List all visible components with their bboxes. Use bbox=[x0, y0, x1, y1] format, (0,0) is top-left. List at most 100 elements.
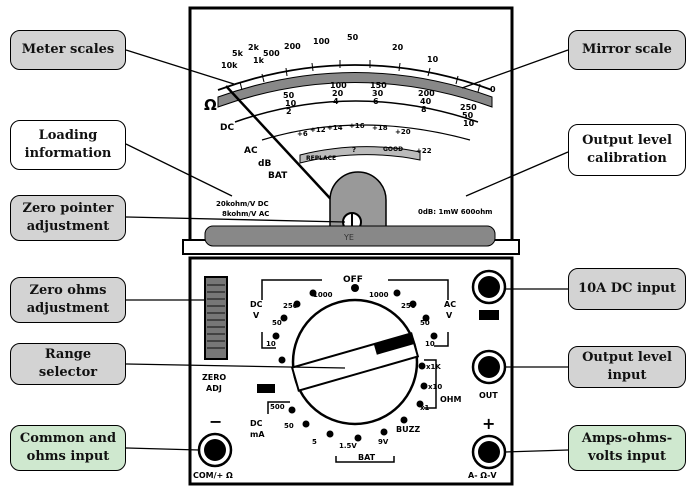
dc-scale-label: 100 bbox=[330, 81, 347, 90]
dc-scale-sub1: 40 bbox=[420, 97, 432, 106]
dcma-5: 5 bbox=[312, 438, 317, 446]
dc-scale-sub1: 50 bbox=[462, 111, 474, 120]
dc-scale-sub2: 10 bbox=[463, 119, 475, 128]
db-scale-label: +18 bbox=[372, 124, 388, 132]
dcma-label-dc: DC bbox=[250, 419, 263, 428]
common-ohms-jack[interactable] bbox=[197, 432, 233, 468]
callout-mirror-scale: Mirror scale bbox=[568, 30, 686, 70]
minus-sign: − bbox=[209, 412, 222, 431]
acv-10: 10 bbox=[425, 340, 435, 348]
dcma-500: 500 bbox=[270, 403, 285, 411]
leader-common-input bbox=[125, 447, 200, 451]
callout-range-selector: Range selector bbox=[10, 343, 126, 385]
dc-scale-sub2: 2 bbox=[286, 107, 292, 116]
ohm-x1: x1 bbox=[420, 404, 430, 412]
callout-zero-pointer-adjustment: Zero pointer adjustment bbox=[10, 195, 126, 241]
bat-9v: 9V bbox=[378, 438, 389, 446]
callout-common-ohms-input: Common and ohms input bbox=[10, 425, 126, 471]
brand-plate-text: YE bbox=[343, 233, 354, 242]
dcv-250: 250 bbox=[283, 302, 298, 310]
dc-scale-sub1: 10 bbox=[285, 99, 297, 108]
zero-adj-line-2: ADJ bbox=[206, 384, 222, 393]
dc-scale-label: 250 bbox=[460, 103, 477, 112]
bat-panel-label: BAT bbox=[358, 453, 376, 462]
dc-scale-sub2: 6 bbox=[373, 97, 379, 106]
dcv-label-v: V bbox=[253, 311, 260, 320]
bat-1-5v: 1.5V bbox=[339, 442, 357, 450]
leader-mirror-scale bbox=[461, 49, 569, 89]
db-scale-label: +20 bbox=[395, 128, 411, 136]
bat-good: GOOD bbox=[383, 146, 403, 153]
dc-scale-sub2: 8 bbox=[421, 105, 427, 114]
ohm-scale-label: 1k bbox=[253, 56, 265, 65]
dcv-label-dc: DC bbox=[250, 300, 263, 309]
acv-label-v: V bbox=[446, 311, 453, 320]
zero-ohms-thumbwheel[interactable] bbox=[204, 276, 228, 360]
callout-loading-information: Loading information bbox=[10, 120, 126, 170]
dc-scale-sub1: 30 bbox=[372, 89, 384, 98]
callout-10a-dc-input: 10A DC input bbox=[568, 268, 686, 310]
mirror-scale-band bbox=[217, 72, 493, 108]
callout-meter-scales: Meter scales bbox=[10, 30, 126, 70]
db-scale-label: +16 bbox=[349, 122, 365, 130]
ohm-scale-label: 500 bbox=[263, 49, 280, 58]
db-scale-label: +14 bbox=[327, 124, 343, 132]
dcv-10: 10 bbox=[266, 340, 276, 348]
plus-sign: + bbox=[482, 414, 495, 433]
dc-scale-sub1: 20 bbox=[332, 89, 344, 98]
loading-line-1: 20kohm/V DC bbox=[216, 200, 269, 208]
db-scale-label: +22 bbox=[416, 147, 432, 155]
callout-zero-ohms-adjustment: Zero ohms adjustment bbox=[10, 277, 126, 323]
dc-scale-sub2: 4 bbox=[333, 97, 339, 106]
acv-1000: 1000 bbox=[369, 291, 389, 299]
ohm-x1k: x1K bbox=[426, 363, 441, 371]
ohm-scale-label: 200 bbox=[284, 42, 301, 51]
out-label: OUT bbox=[479, 391, 498, 400]
db-label: dB bbox=[258, 159, 271, 169]
com-label: COM/+ Ω bbox=[193, 471, 233, 480]
leader-range-selector bbox=[125, 363, 346, 369]
ohm-scale-label: 10k bbox=[221, 61, 238, 70]
ohm-label: OHM bbox=[440, 395, 461, 404]
ohm-scale-label: 10 bbox=[427, 55, 439, 64]
bat-unknown: ? bbox=[352, 146, 356, 154]
db-scale-label: +12 bbox=[310, 126, 326, 134]
zero-adj-line-1: ZERO bbox=[202, 373, 226, 382]
callout-output-level-input: Output level input bbox=[568, 346, 686, 388]
leader-zero-pointer bbox=[125, 216, 346, 223]
dcma-50: 50 bbox=[284, 422, 294, 430]
bat-label: BAT bbox=[268, 171, 288, 181]
acv-label-ac: AC bbox=[444, 300, 456, 309]
dc-label: DC bbox=[220, 123, 234, 133]
ohm-scale-label: 100 bbox=[313, 37, 330, 46]
ohm-scale-label: 2k bbox=[248, 43, 260, 52]
leader-avo bbox=[504, 449, 569, 453]
output-calibration: 0dB: 1mW 600ohm bbox=[418, 208, 492, 216]
buzz-label: BUZZ bbox=[396, 425, 420, 434]
brand-plate bbox=[204, 225, 496, 247]
callout-amps-ohms-volts-input: Amps-ohms-volts input bbox=[568, 425, 686, 471]
dcv-1000: 1000 bbox=[313, 291, 333, 299]
leader-loading bbox=[125, 143, 233, 197]
acv-50: 50 bbox=[420, 319, 430, 327]
ten-a-dc-jack[interactable] bbox=[471, 269, 507, 305]
dc-scale-label: 50 bbox=[283, 91, 295, 100]
bat-scale-band bbox=[299, 146, 421, 164]
loading-line-2: 8kohm/V AC bbox=[222, 210, 269, 218]
ohm-scale-label: 50 bbox=[347, 33, 359, 42]
ohm-scale-label: 0 bbox=[490, 85, 496, 94]
ohm-x10: x10 bbox=[428, 383, 442, 391]
output-level-jack[interactable] bbox=[471, 349, 507, 385]
ohm-scale-label: 5k bbox=[232, 49, 244, 58]
db-scale-arc bbox=[261, 124, 471, 141]
ohm-symbol: Ω bbox=[204, 96, 217, 114]
amps-ohms-volts-jack[interactable] bbox=[471, 434, 507, 470]
leader-meter-scales bbox=[125, 49, 235, 85]
dc-scale-arc bbox=[234, 100, 479, 123]
dc-scale-label: 150 bbox=[370, 81, 387, 90]
dc-scale-label: 200 bbox=[418, 89, 435, 98]
bat-replace: REPLACE bbox=[306, 155, 336, 162]
leader-output-cal bbox=[465, 151, 569, 197]
ohm-scale-label: 20 bbox=[392, 43, 404, 52]
